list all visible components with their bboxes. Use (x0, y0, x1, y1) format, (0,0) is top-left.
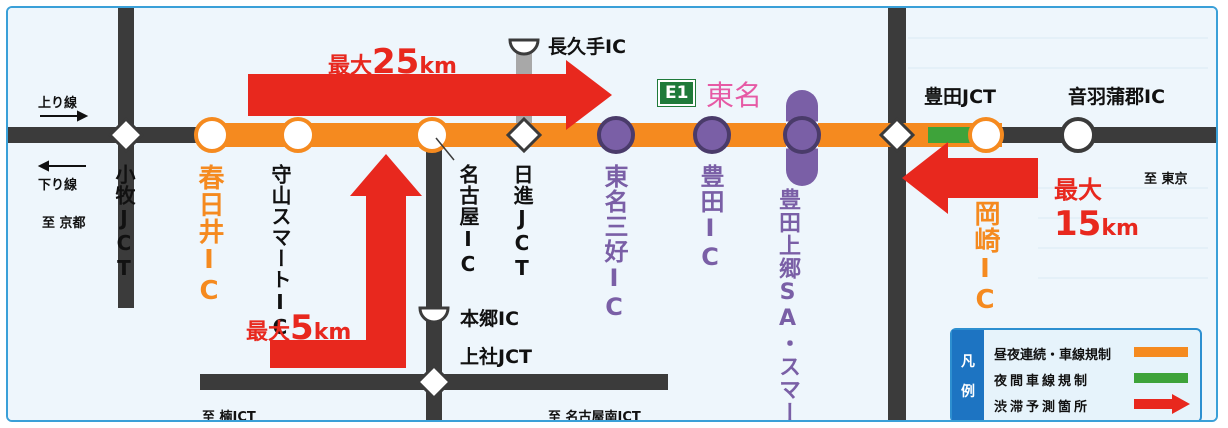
kasugai-ic-marker[interactable] (194, 117, 230, 153)
legend-item-regulation: 昼夜連続・車線規制 (994, 348, 1112, 363)
toyota-ic-label[interactable]: 豊田IC (696, 164, 724, 272)
legend-item-congestion: 渋滞予測箇所 (994, 400, 1091, 415)
congestion-25-unit: km (419, 54, 457, 79)
congestion-label-15km: 15km (1054, 204, 1139, 244)
toyota-kamigo-label[interactable]: 豊田上郷SA・スマートIC (775, 188, 800, 422)
tomei-miyoshi-ic-label[interactable]: 東名三好IC (600, 164, 628, 322)
congestion-arrows (248, 60, 1038, 368)
map-frame: E1 東名 上り線 下り線 至 京都 至 東京 至 楠JCT 至 名古屋南JCT… (6, 6, 1218, 422)
to-nagoya-minami-label: 至 名古屋南JCT (548, 410, 641, 422)
background-lines (908, 37, 1208, 279)
legend-swatch-regulation (1134, 347, 1188, 357)
okazaki-ic-label[interactable]: 岡崎IC (970, 200, 1000, 316)
toyota-kamigo-marker[interactable] (783, 116, 821, 154)
regulation-band (204, 123, 894, 147)
congestion-15-value: 15 (1054, 204, 1102, 244)
nagoya-road (426, 138, 442, 420)
tomei-miyoshi-ic-marker[interactable] (597, 116, 635, 154)
okazaki-ic-marker[interactable] (968, 117, 1004, 153)
legend-title-char-2: 例 (961, 383, 975, 400)
toyota-jct-label[interactable]: 豊田JCT (924, 86, 996, 108)
to-kyoto-label: 至 京都 (42, 216, 86, 231)
legend: 凡 例 昼夜連続・車線規制 夜間車線規制 渋滞予測箇所 (950, 328, 1202, 420)
ic-circles (194, 116, 1096, 154)
congestion-5-prefix: 最大 (246, 320, 291, 345)
legend-item-night: 夜間車線規制 (994, 374, 1091, 389)
kamiyashiro-jct-label[interactable]: 上社JCT (460, 346, 532, 368)
congestion-arrow-5km (270, 154, 422, 368)
congestion-5-value: 5 (290, 308, 314, 348)
nisshin-jct-label[interactable]: 日進JCT (510, 164, 534, 281)
congestion-arrow-15km (902, 142, 1038, 214)
route-sign-e1: E1 (656, 79, 697, 107)
congestion-label-5km: 最大5km (246, 308, 351, 348)
legend-swatch-congestion (1134, 394, 1190, 414)
nagoya-ic-label[interactable]: 名古屋IC (456, 164, 480, 277)
down-line-label: 下り線 (38, 178, 78, 193)
otowa-ic-label[interactable]: 音羽蒲郡IC (1068, 86, 1166, 108)
nagakute-ic-label[interactable]: 長久手IC (548, 36, 627, 58)
nisshin-jct-marker[interactable] (505, 116, 543, 154)
congestion-25-value: 25 (372, 42, 420, 82)
komaki-jct-marker[interactable] (107, 116, 145, 154)
up-line-label: 上り線 (38, 96, 78, 111)
toyota-jct-road (888, 8, 906, 420)
hongo-ic-label[interactable]: 本郷IC (460, 308, 520, 330)
moriyama-ic-marker[interactable] (280, 117, 316, 153)
toyota-jct-marker[interactable] (878, 116, 916, 154)
route-name-tomei: 東名 (706, 79, 763, 112)
road-map (8, 8, 1216, 420)
direction-arrows (37, 110, 89, 172)
otowa-ic-marker[interactable] (1060, 117, 1096, 153)
to-tokyo-label: 至 東京 (1144, 172, 1188, 187)
to-kusunoki-label: 至 楠JCT (202, 410, 256, 422)
moriyama-ic-label[interactable]: 守山スマートIC (268, 164, 292, 340)
legend-title: 凡 例 (952, 330, 984, 420)
jct-diamonds (107, 116, 916, 401)
congestion-label-25km: 最大25km (328, 42, 457, 82)
congestion-label-15km-prefix: 最大 (1054, 176, 1102, 204)
kasugai-ic-label[interactable]: 春日井IC (194, 164, 224, 307)
legend-swatch-night (1134, 373, 1188, 383)
komaki-road (118, 8, 134, 308)
congestion-15-unit: km (1101, 216, 1139, 241)
congestion-arrow-25km (248, 60, 612, 130)
hongo-ic-symbol (418, 306, 450, 324)
congestion-25-prefix: 最大 (328, 54, 373, 79)
legend-title-char-1: 凡 (961, 353, 975, 370)
komaki-jct-label[interactable]: 小牧JCT (112, 164, 136, 281)
nagakute-ic-symbol (508, 38, 540, 56)
kamiyashiro-jct-marker[interactable] (415, 363, 453, 401)
toyota-ic-marker[interactable] (693, 116, 731, 154)
congestion-5-unit: km (313, 320, 352, 345)
